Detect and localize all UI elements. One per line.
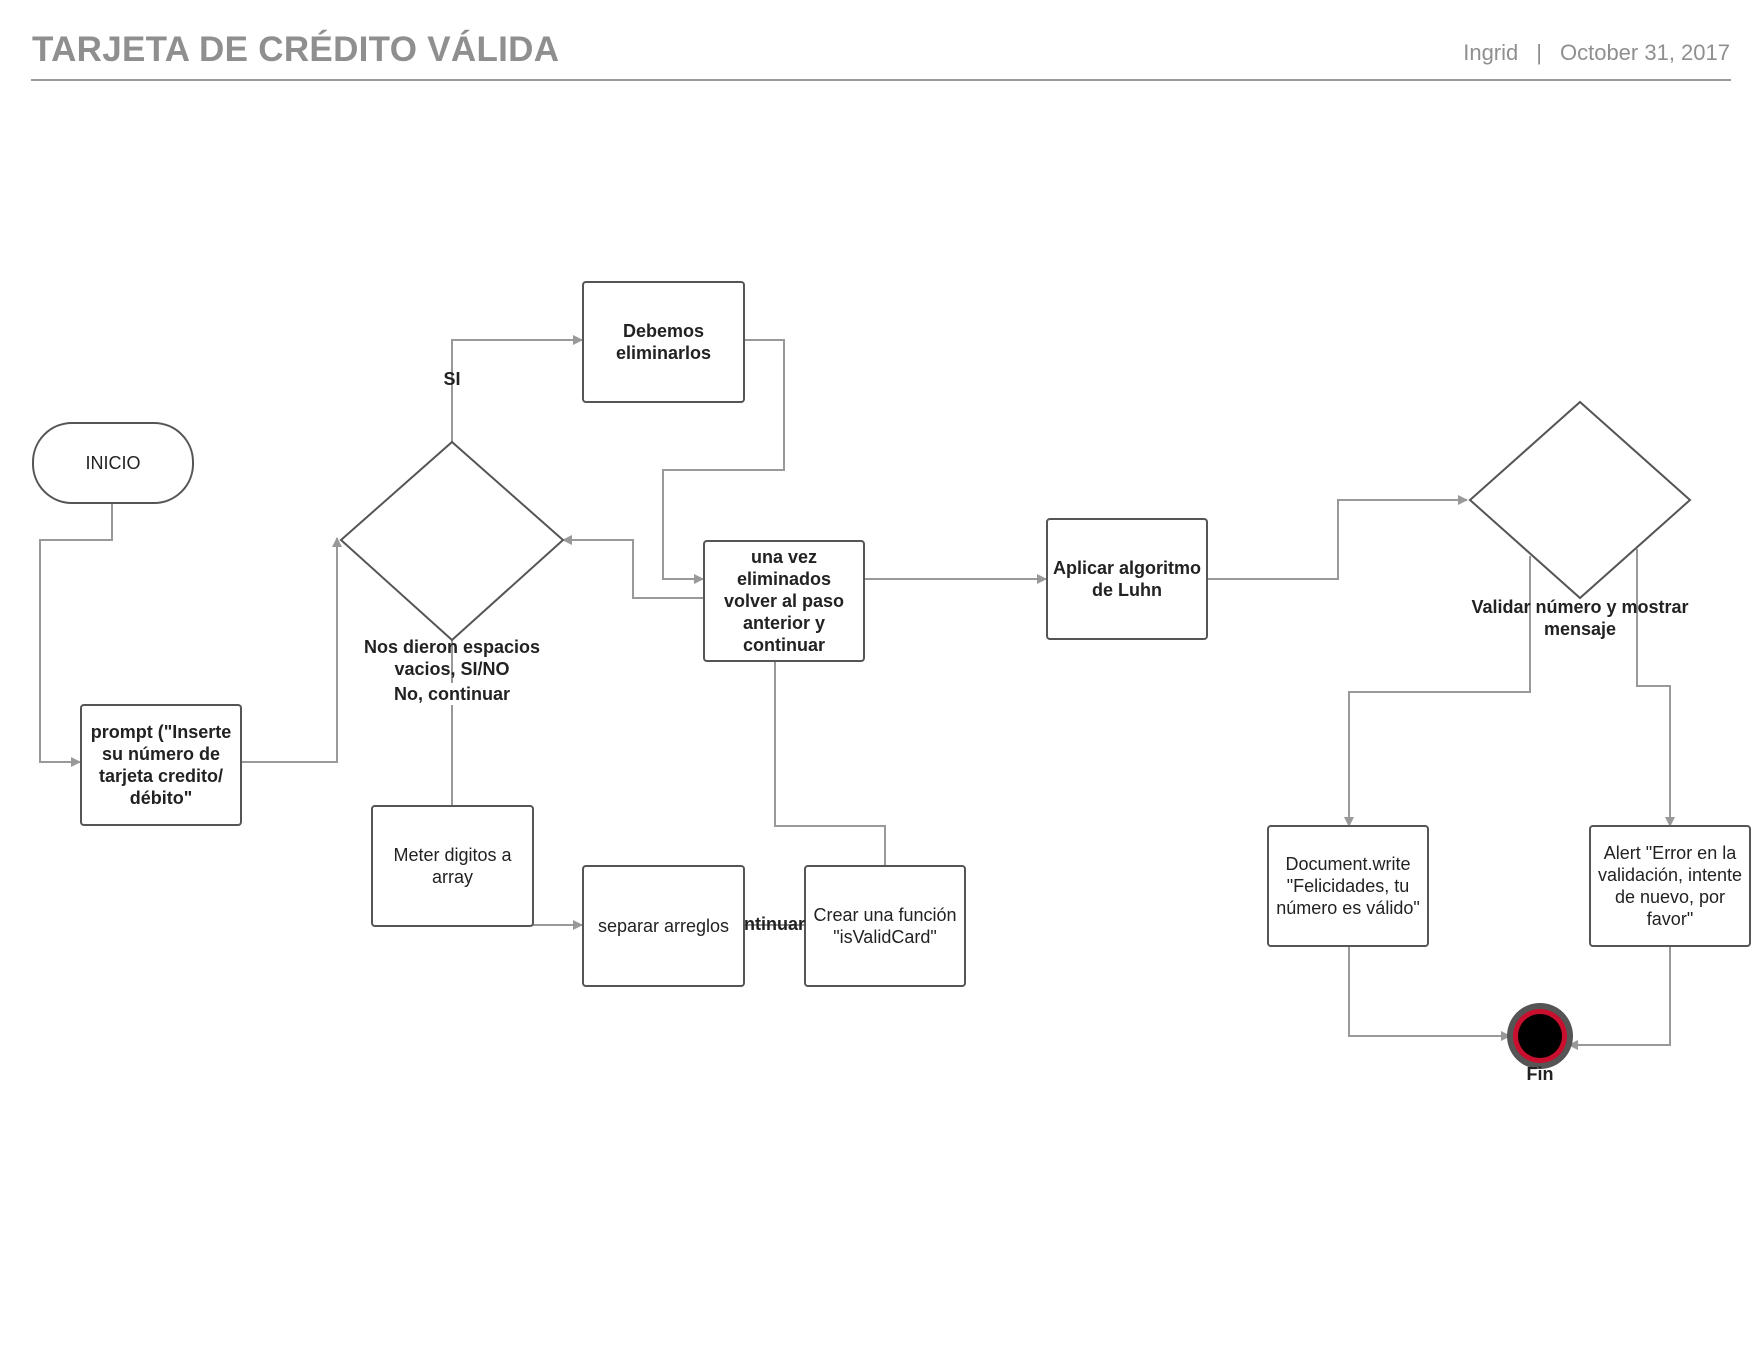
separar-arreglos-node: separar arreglos [582, 865, 745, 987]
crear-funcion-node: Crear una función "isValidCard" [804, 865, 966, 987]
una-vez-eliminados-node: una vez eliminados volver al paso anteri… [703, 540, 865, 662]
connector-aplicar-decision2 [1207, 495, 1468, 580]
header-divider [31, 79, 1731, 81]
debemos-eliminarlos-node: Debemos eliminarlos [582, 281, 745, 403]
header-meta: Ingrid | October 31, 2017 [1463, 40, 1730, 66]
decision-empty-spaces-label: Nos dieron espacios vacios, SI/NO [363, 637, 541, 679]
connector-decision2-alert [1636, 549, 1675, 827]
connector-debemos-unavez [662, 339, 785, 584]
author-name: Ingrid [1463, 40, 1519, 65]
aplicar-luhn-node: Aplicar algoritmo de Luhn [1046, 518, 1208, 640]
connector-inicio-prompt [39, 504, 113, 767]
page-title: TARJETA DE CRÉDITO VÁLIDA [32, 30, 560, 69]
fin-label: Fin [1526, 1064, 1554, 1084]
start-node: INICIO [32, 422, 194, 504]
decision-diamond-empty-spaces [339, 440, 565, 642]
document-write-node: Document.write "Felicidades, tu número e… [1267, 825, 1429, 947]
connector-unavez-decision [562, 535, 703, 599]
continuar-label: ntinuar [744, 914, 805, 934]
meta-separator: | [1536, 40, 1542, 65]
si-label: SI [443, 369, 461, 389]
decision-diamond-validate [1468, 400, 1692, 600]
end-node-core [1518, 1014, 1562, 1058]
prompt-node: prompt ("Inserte su número de tarjeta cr… [80, 704, 242, 826]
connector-decision2-document [1344, 556, 1531, 827]
connector-prompt-decision [241, 537, 342, 763]
connector-alert-fin [1568, 947, 1671, 1050]
meter-digitos-node: Meter digitos a array [371, 805, 534, 927]
document-date: October 31, 2017 [1559, 40, 1730, 65]
connector-document-fin [1348, 947, 1511, 1041]
connector-decision-debemos [451, 335, 583, 442]
alert-node: Alert "Error en la validación, intente d… [1589, 825, 1751, 947]
connector-crear-unavez [774, 662, 886, 866]
decision-validate-label: Validar número y mostrar mensaje [1471, 597, 1689, 639]
no-continuar-label: No, continuar [372, 683, 532, 705]
